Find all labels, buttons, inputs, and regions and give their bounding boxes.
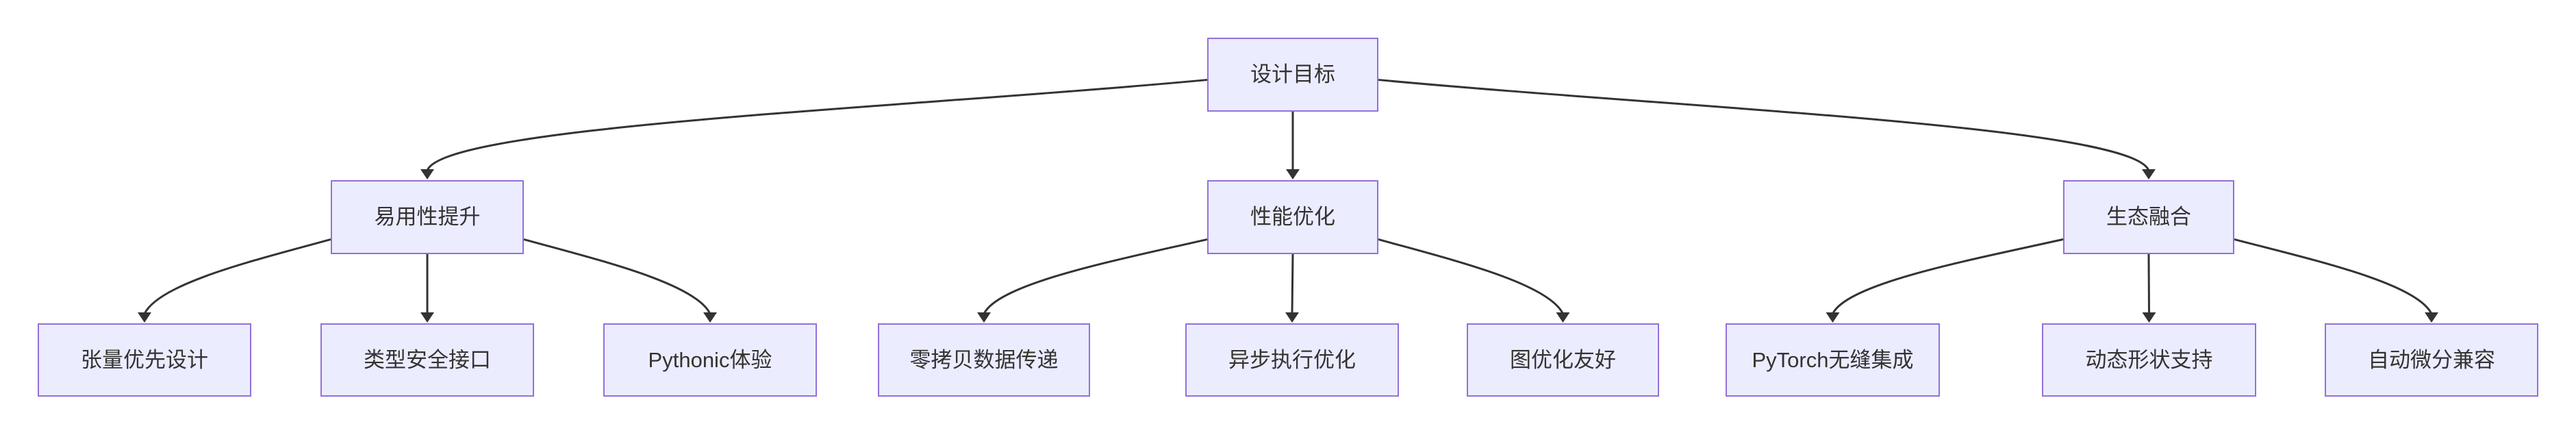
- node-pythonic: Pythonic体验: [603, 323, 817, 397]
- node-label: PyTorch无缝集成: [1752, 347, 1914, 372]
- node-type-safe: 类型安全接口: [320, 323, 534, 397]
- arrowhead-icon: [2142, 169, 2156, 179]
- node-label: 设计目标: [1250, 62, 1335, 87]
- edge-design-goal-to-ecosystem: [1378, 79, 2150, 171]
- node-label: 动态形状支持: [2085, 347, 2213, 372]
- node-usability: 易用性提升: [331, 180, 524, 254]
- node-label: Pythonic体验: [648, 347, 772, 372]
- arrowhead-icon: [420, 169, 434, 179]
- node-label: 零拷贝数据传递: [909, 347, 1059, 372]
- node-ecosystem: 生态融合: [2063, 180, 2234, 254]
- node-label: 自动微分兼容: [2368, 347, 2495, 372]
- node-autodiff: 自动微分兼容: [2325, 323, 2538, 397]
- edge-usability-to-tensor-first: [143, 238, 331, 314]
- node-label: 张量优先设计: [81, 347, 208, 372]
- node-dynamic-shape: 动态形状支持: [2042, 323, 2256, 397]
- node-performance: 性能优化: [1207, 180, 1378, 254]
- edge-usability-to-pythonic: [523, 238, 711, 314]
- arrowhead-icon: [420, 312, 434, 323]
- arrowhead-icon: [1556, 312, 1570, 323]
- node-tensor-first: 张量优先设计: [38, 323, 251, 397]
- edge-performance-to-zero-copy: [983, 238, 1208, 314]
- arrowhead-icon: [2425, 312, 2438, 323]
- edge-ecosystem-to-pytorch: [1832, 238, 2064, 314]
- arrowhead-icon: [1826, 312, 1840, 323]
- node-label: 异步执行优化: [1228, 347, 1356, 372]
- edge-performance-to-async-exec: [1291, 253, 1294, 314]
- node-zero-copy: 零拷贝数据传递: [878, 323, 1090, 397]
- arrowhead-icon: [703, 312, 717, 323]
- node-label: 图优化友好: [1510, 347, 1616, 372]
- arrowhead-icon: [138, 312, 151, 323]
- node-design-goal: 设计目标: [1207, 38, 1378, 112]
- edge-design-goal-to-usability: [426, 79, 1208, 171]
- node-pytorch: PyTorch无缝集成: [1726, 323, 1940, 397]
- arrowhead-icon: [977, 312, 991, 323]
- node-label: 生态融合: [2106, 205, 2191, 229]
- node-label: 易用性提升: [374, 205, 481, 229]
- edge-ecosystem-to-autodiff: [2234, 238, 2433, 314]
- edge-performance-to-graph-opt: [1378, 238, 1564, 314]
- node-label: 性能优化: [1250, 205, 1335, 229]
- arrowhead-icon: [1286, 169, 1300, 179]
- arrowhead-icon: [1285, 312, 1299, 323]
- node-async-exec: 异步执行优化: [1185, 323, 1399, 397]
- node-label: 类型安全接口: [364, 347, 491, 372]
- arrowhead-icon: [2142, 312, 2156, 323]
- node-graph-opt: 图优化友好: [1467, 323, 1659, 397]
